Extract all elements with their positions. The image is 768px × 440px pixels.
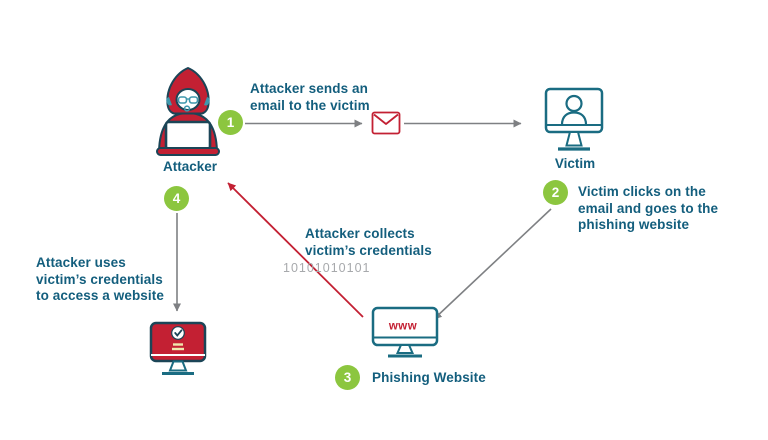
phishing-website-icon: www bbox=[371, 306, 439, 358]
binary-data-text: 10101010101 bbox=[283, 261, 371, 275]
victim-monitor-icon bbox=[544, 87, 604, 151]
victim-user-shoulders bbox=[560, 111, 588, 125]
step-1-text: Attacker sends an email to the victim bbox=[250, 81, 370, 113]
credentials-monitor-icon bbox=[149, 321, 207, 375]
check-circle-icon bbox=[171, 326, 185, 340]
victim-user-head bbox=[565, 94, 583, 113]
email-icon bbox=[371, 111, 401, 135]
attacker-icon bbox=[156, 67, 220, 156]
step-2-badge: 2 bbox=[543, 180, 568, 205]
credentials-collect-text: Attacker collects victim’s credentials bbox=[305, 226, 432, 258]
step-4-badge: 4 bbox=[164, 186, 189, 211]
step-2-text: Victim clicks on the email and goes to t… bbox=[578, 184, 719, 232]
step-3-text: Phishing Website bbox=[372, 370, 486, 385]
step-1-badge: 1 bbox=[218, 110, 243, 135]
attacker-label: Attacker bbox=[162, 159, 218, 174]
arrow-victim-to-phishing-site bbox=[433, 208, 552, 320]
www-label: www bbox=[388, 321, 417, 333]
victim-label: Victim bbox=[554, 156, 596, 171]
step-4-text: Attacker uses victim’s credentials to ac… bbox=[36, 255, 164, 303]
step-3-badge: 3 bbox=[335, 365, 360, 390]
